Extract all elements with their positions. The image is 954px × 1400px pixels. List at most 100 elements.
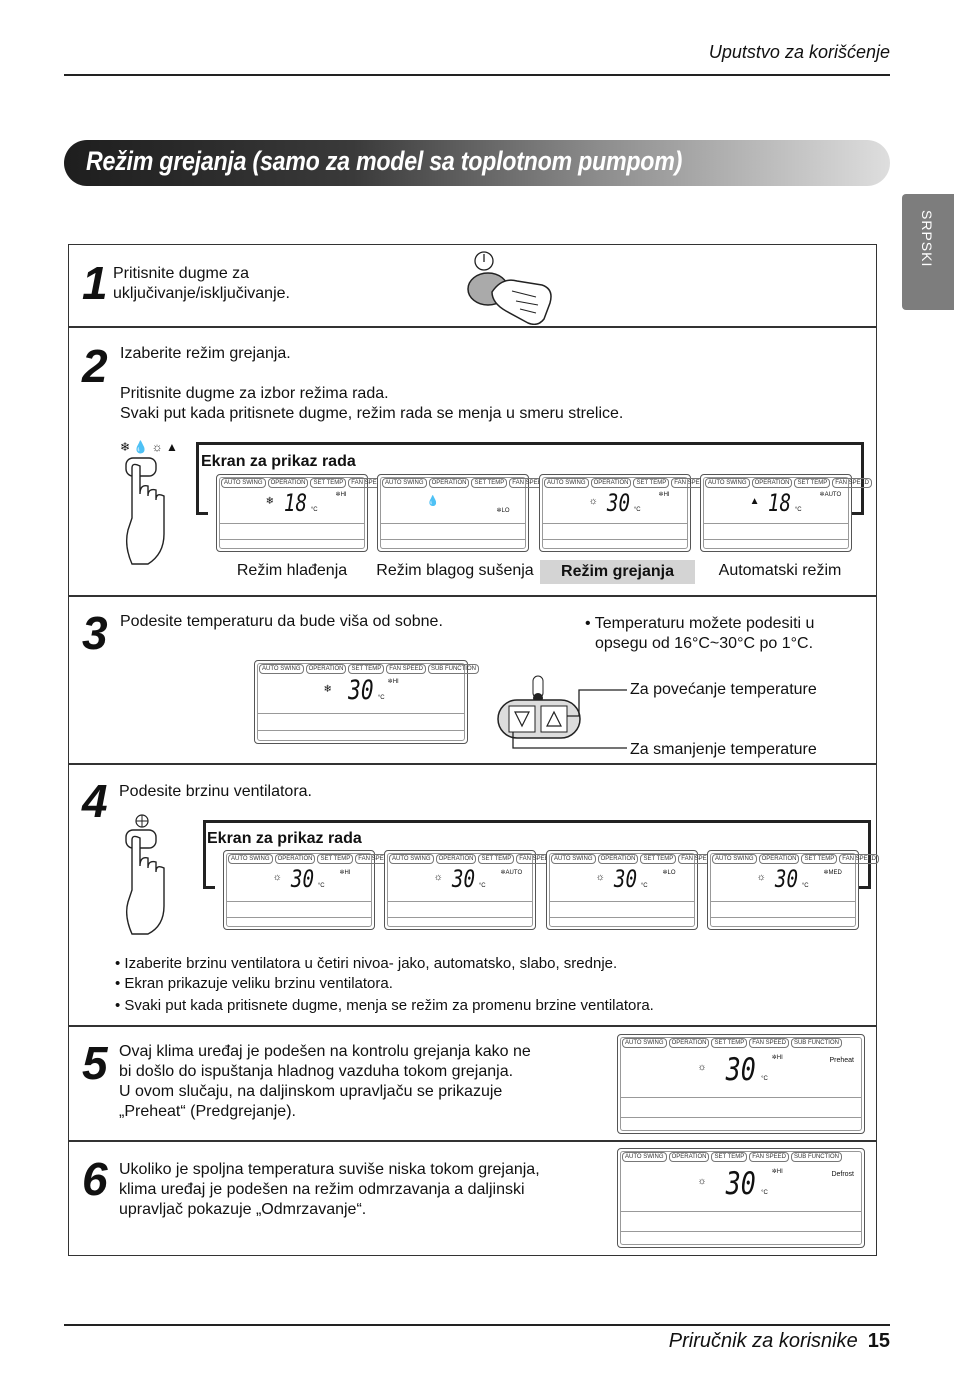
display-tab: SET TEMP: [317, 854, 354, 864]
fan-speed-indicator: ✲LO: [662, 870, 676, 877]
fan-speed-indicator: ✲HI: [335, 492, 347, 499]
display-tab: SET TEMP: [711, 1038, 748, 1048]
display-tab: FAN SPEED: [749, 1038, 789, 1048]
display-tab: SET TEMP: [640, 854, 677, 864]
divider: [68, 326, 877, 328]
temp-up-button[interactable]: [541, 706, 569, 734]
footer: Priručnik za korisnike 15: [560, 1330, 890, 1353]
display-tab: FAN SPEED: [386, 664, 426, 674]
temp-value: 30: [290, 865, 314, 893]
fan-speed-indicator: ✲MED: [823, 870, 842, 877]
power-icon: [474, 251, 494, 271]
display-label: Ekran za prikaz rada: [201, 452, 360, 472]
display-tab: FAN SPEED: [839, 854, 879, 864]
display-tab: SET TEMP: [801, 854, 838, 864]
mode-button-press-icon[interactable]: [118, 454, 188, 574]
display-tab: AUTO SWING: [221, 478, 266, 488]
auto-icon: ▲: [749, 495, 760, 507]
status-text: Defrost: [831, 1171, 854, 1178]
temp-value: 30: [774, 865, 798, 893]
display-tab: SET TEMP: [471, 478, 508, 488]
display-tab: OPERATION: [668, 1038, 710, 1048]
step4-bullet: • Izaberite brzinu ventilatora u četiri …: [115, 955, 618, 972]
sun-icon: ☼: [433, 872, 443, 884]
section-banner: [64, 140, 890, 186]
step-number: 5: [82, 1037, 108, 1089]
steps-frame: [68, 244, 877, 1256]
footer-text: Priručnik za korisnike: [668, 1330, 858, 1352]
status-text: Preheat: [829, 1057, 854, 1064]
temp-value: 18: [283, 488, 307, 517]
caption-auto: Automatski režim: [718, 562, 842, 579]
temp-unit: °C: [794, 506, 802, 513]
step-number: 2: [82, 340, 108, 392]
display-tab: OPERATION: [668, 1152, 710, 1162]
display-tab: OPERATION: [267, 478, 309, 488]
display-tab: SUB FUNCTION: [790, 1152, 842, 1162]
header-title: Uputstvo za korišćenje: [708, 42, 890, 62]
display-tab: AUTO SWING: [382, 478, 427, 488]
display-tab: FAN SPEED: [749, 1152, 789, 1162]
temp-down-button[interactable]: [509, 706, 537, 734]
temp-unit: °C: [377, 695, 385, 702]
step6-text: Ukoliko je spoljna temperatura suviše ni…: [119, 1161, 540, 1218]
header-rule: [64, 74, 890, 76]
display-tab: AUTO SWING: [712, 854, 757, 864]
step4-bullet: • Ekran prikazuje veliku brzinu ventilat…: [115, 975, 393, 992]
temp-unit: °C: [761, 1075, 768, 1082]
step2-line2: Pritisnite dugme za izbor režima rada.: [120, 385, 389, 402]
step-number: 4: [82, 775, 108, 827]
step4-bullet: • Svaki put kada pritisnete dugme, menja…: [115, 997, 654, 1014]
display-tab: AUTO SWING: [551, 854, 596, 864]
temp-unit: °C: [633, 506, 641, 513]
display-label: Ekran za prikaz rada: [207, 829, 366, 849]
temp-unit: °C: [761, 1189, 768, 1196]
display-tab: AUTO SWING: [389, 854, 434, 864]
temp-value: 30: [725, 1052, 756, 1088]
sun-icon: ☼: [588, 495, 598, 507]
step5-text: Ovaj klima uređaj je podešen na kontrolu…: [119, 1043, 531, 1120]
sun-icon: ☼: [756, 872, 766, 884]
display-tab: SET TEMP: [711, 1152, 748, 1162]
display-tab: OPERATION: [274, 854, 316, 864]
display-tab: SUB FUNCTION: [427, 664, 479, 674]
divider: [68, 1025, 877, 1027]
caption-heating: Režim grejanja: [540, 560, 695, 584]
temp-value: 30: [613, 865, 637, 893]
caption-dry: Režim blagog sušenja: [376, 562, 534, 579]
display-tab: SET TEMP: [633, 478, 670, 488]
display-tab: AUTO SWING: [544, 478, 589, 488]
step-number: 6: [82, 1153, 108, 1205]
fan-speed-indicator: ✲AUTO: [819, 492, 842, 499]
step-number: 1: [82, 257, 108, 309]
sun-icon: ☼: [595, 872, 605, 884]
display-tab: SET TEMP: [348, 664, 385, 674]
display-tab: OPERATION: [590, 478, 632, 488]
fan-button-press-icon[interactable]: [118, 812, 188, 936]
temp-value: 18: [767, 488, 791, 517]
display-tab: OPERATION: [751, 478, 793, 488]
fan-speed-indicator: ✲LO: [496, 507, 510, 514]
snowflake-icon: ❄: [323, 683, 332, 695]
temp-value: 30: [348, 674, 374, 706]
divider: [68, 595, 877, 597]
step-number: 3: [82, 607, 108, 659]
display-tab: FAN SPEED: [832, 478, 872, 488]
page-number: 15: [867, 1330, 890, 1352]
temp-value: 30: [606, 488, 630, 517]
droplet-icon: 💧: [426, 495, 440, 507]
temp-unit: °C: [801, 883, 809, 889]
fan-speed-indicator: ✲HI: [771, 1169, 783, 1175]
temp-buttons: [497, 675, 627, 749]
display-tab: OPERATION: [597, 854, 639, 864]
fan-speed-indicator: ✲HI: [771, 1055, 783, 1061]
temp-unit: °C: [317, 883, 325, 889]
divider: [68, 1140, 877, 1142]
